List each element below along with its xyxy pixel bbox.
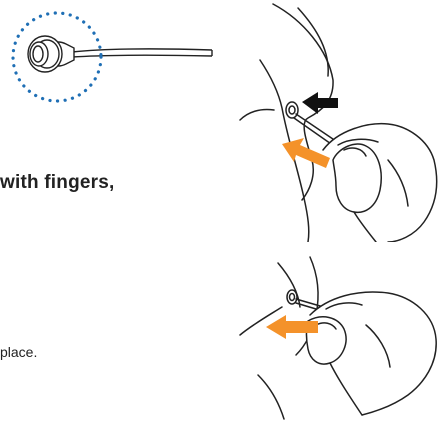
push-in-illustration <box>238 0 446 242</box>
step-text-fragment: place. <box>0 344 37 360</box>
hand-pushing-tip-icon <box>240 4 437 242</box>
earbud-tip-icon <box>28 36 212 72</box>
hand-sliding-cable-icon <box>240 257 436 419</box>
earbud-tip-illustration <box>0 0 230 110</box>
orange-arrow-down-left <box>282 138 330 168</box>
slide-in-illustration <box>238 255 446 423</box>
step-heading: with fingers, <box>0 172 115 194</box>
